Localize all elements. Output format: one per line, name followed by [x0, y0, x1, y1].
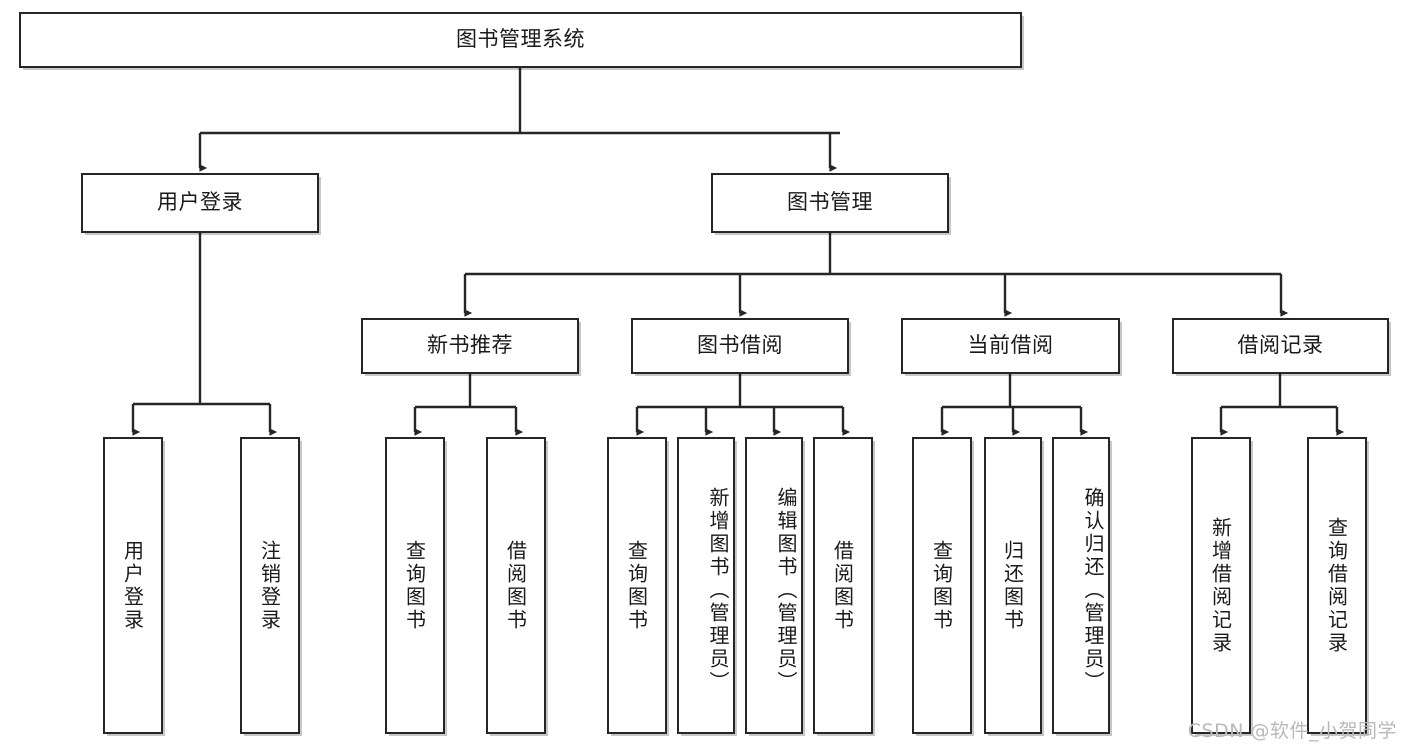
node-root-label: 图书管理系统 [456, 27, 585, 52]
node-leaf-edit-book[interactable]: 编辑图书（管理员） [745, 437, 803, 734]
node-book-borrow[interactable]: 图书借阅 [631, 318, 849, 374]
node-leaf-query-book-3[interactable]: 查询图书 [912, 437, 972, 734]
node-book-manage-label: 图书管理 [787, 190, 873, 215]
node-leaf-query-record-label: 查询借阅记录 [1324, 516, 1349, 655]
node-leaf-logout-label: 注销登录 [257, 539, 282, 632]
node-leaf-query-record[interactable]: 查询借阅记录 [1307, 437, 1367, 734]
node-leaf-edit-book-label: 编辑图书（管理员） [774, 487, 798, 694]
node-leaf-logout[interactable]: 注销登录 [240, 437, 300, 734]
node-leaf-query-book-3-label: 查询图书 [929, 539, 954, 632]
node-leaf-add-record[interactable]: 新增借阅记录 [1191, 437, 1251, 734]
node-leaf-query-book-2-label: 查询图书 [624, 539, 649, 632]
node-current-borrow[interactable]: 当前借阅 [901, 318, 1120, 374]
node-user-login-label: 用户登录 [157, 190, 243, 215]
node-leaf-add-record-label: 新增借阅记录 [1208, 516, 1233, 655]
node-leaf-user-login-label: 用户登录 [120, 539, 145, 632]
node-leaf-borrow-book-2-label: 借阅图书 [830, 539, 855, 632]
node-leaf-query-book-2[interactable]: 查询图书 [607, 437, 667, 734]
node-leaf-user-login[interactable]: 用户登录 [103, 437, 163, 734]
node-new-book-recommend[interactable]: 新书推荐 [361, 318, 579, 374]
node-new-book-recommend-label: 新书推荐 [427, 333, 513, 358]
node-leaf-confirm-return[interactable]: 确认归还（管理员） [1052, 437, 1110, 734]
node-leaf-borrow-book-1-label: 借阅图书 [503, 539, 528, 632]
node-book-borrow-label: 图书借阅 [697, 333, 783, 358]
node-leaf-return-book-label: 归还图书 [1000, 539, 1025, 632]
node-leaf-borrow-book-2[interactable]: 借阅图书 [813, 437, 873, 734]
node-leaf-borrow-book-1[interactable]: 借阅图书 [486, 437, 546, 734]
node-leaf-query-book-1-label: 查询图书 [402, 539, 427, 632]
node-leaf-return-book[interactable]: 归还图书 [984, 437, 1042, 734]
node-leaf-confirm-return-label: 确认归还（管理员） [1081, 487, 1105, 694]
node-user-login[interactable]: 用户登录 [81, 173, 319, 233]
node-leaf-add-book-label: 新增图书（管理员） [706, 487, 730, 694]
node-leaf-add-book[interactable]: 新增图书（管理员） [677, 437, 735, 734]
node-book-manage[interactable]: 图书管理 [711, 173, 949, 233]
node-borrow-record-label: 借阅记录 [1237, 333, 1324, 358]
node-current-borrow-label: 当前借阅 [967, 333, 1054, 358]
watermark: CSDN @软件_小贺同学 [1187, 720, 1397, 742]
node-root[interactable]: 图书管理系统 [19, 12, 1022, 68]
node-leaf-query-book-1[interactable]: 查询图书 [385, 437, 445, 734]
node-borrow-record[interactable]: 借阅记录 [1172, 318, 1389, 374]
